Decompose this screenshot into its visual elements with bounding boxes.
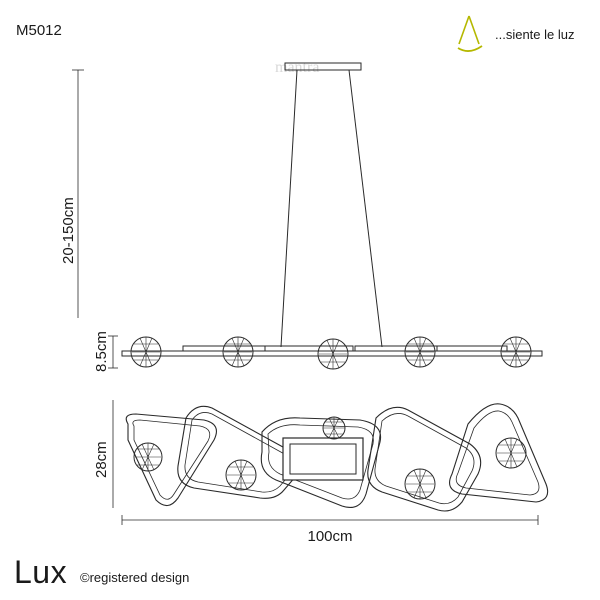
side-globes — [130, 336, 532, 370]
dimension-drop-height — [72, 69, 84, 318]
fixture-height-label: 8.5cm — [93, 331, 110, 372]
globe-5 — [500, 336, 532, 368]
plan-view — [125, 403, 549, 512]
driver-box — [282, 437, 364, 481]
globe-2 — [222, 336, 254, 368]
brand-tagline: ...siente le luz — [495, 27, 575, 42]
ring-1 — [125, 413, 217, 507]
drop-height-label: 20-150cm — [60, 197, 77, 264]
dimension-width — [121, 515, 539, 525]
plan-globe-2 — [225, 459, 257, 491]
ring-5 — [449, 403, 549, 503]
plan-globes — [133, 416, 527, 500]
ring-3 — [260, 417, 382, 509]
globe-1 — [130, 336, 162, 368]
dimension-fixture-height — [108, 335, 118, 369]
product-name: Lux — [14, 554, 68, 590]
suspension-wire-right — [348, 69, 383, 348]
registered-design-note: ©registered design — [80, 570, 190, 585]
plan-globe-5 — [495, 437, 527, 469]
plan-globe-1 — [133, 442, 163, 472]
model-code: M5012 — [16, 22, 62, 39]
width-label: 100cm — [307, 528, 352, 545]
plan-globe-4 — [404, 468, 436, 500]
plan-globe-3 — [322, 416, 346, 440]
brand-mark-icon — [457, 15, 483, 52]
globe-4 — [404, 336, 436, 368]
depth-label: 28cm — [93, 441, 110, 478]
globe-3 — [317, 338, 349, 370]
suspension-wire-left — [280, 69, 298, 348]
ring-2 — [177, 405, 301, 499]
ring-4 — [367, 406, 482, 512]
brand-logo: ...siente le luz — [455, 14, 595, 54]
ceiling-canopy — [284, 62, 362, 71]
